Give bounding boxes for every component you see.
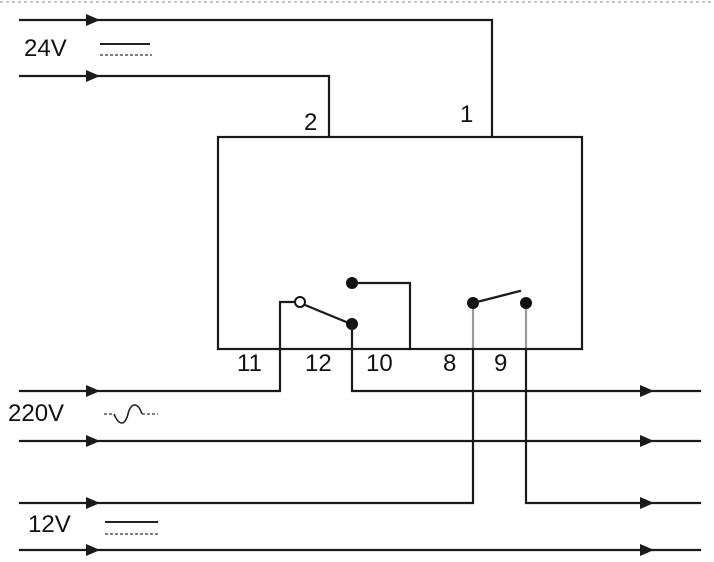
- pin-label-1: 1: [460, 101, 473, 128]
- pin-label-8: 8: [443, 350, 456, 377]
- ac-symbol-icon: [104, 404, 158, 424]
- pin-label-11: 11: [237, 350, 262, 377]
- supply-24v: 24V: [18, 14, 494, 139]
- label-220v: 220V: [8, 400, 64, 427]
- arrow-icon: [86, 497, 100, 509]
- pin-label-2: 2: [304, 109, 317, 136]
- no-contact-8-9: [467, 289, 532, 349]
- wire-12v-in-to-pin8: [18, 347, 475, 505]
- changeover-blade: [303, 303, 353, 326]
- changeover-contact: [278, 277, 412, 351]
- arrow-icon: [86, 385, 100, 397]
- pin-label-12: 12: [305, 350, 332, 377]
- lead-pin11: [278, 300, 302, 351]
- arrow-icon: [86, 435, 100, 447]
- label-24v: 24V: [24, 35, 67, 62]
- supply-12v: 12V: [18, 347, 702, 556]
- wire-24v-to-pin1: [18, 18, 494, 139]
- supply-220v: 220V: [8, 347, 702, 447]
- arrow-icon: [86, 544, 100, 556]
- relay-box: [216, 135, 584, 351]
- arrow-icon: [640, 497, 654, 509]
- dc-symbol-icon: [105, 521, 158, 535]
- arrow-icon: [86, 70, 100, 82]
- dc-symbol-icon: [100, 43, 152, 56]
- wire-24v-to-pin2: [18, 74, 331, 139]
- arrow-icon: [640, 544, 654, 556]
- wire-pin12-to-220v-out: [350, 347, 702, 393]
- wire-pin9-to-12v-out: [524, 347, 702, 505]
- nc-contact-icon: [294, 296, 306, 308]
- arrow-icon: [640, 435, 654, 447]
- contact-blade: [471, 289, 522, 305]
- wire-220v-in-to-pin11: [18, 347, 282, 393]
- contact-9-dot-icon: [520, 297, 532, 309]
- arrow-icon: [86, 14, 100, 26]
- pin-label-10: 10: [366, 350, 393, 377]
- label-12v: 12V: [28, 511, 71, 538]
- pin-label-9: 9: [494, 350, 507, 377]
- arrow-icon: [640, 385, 654, 397]
- lead-pin10: [350, 281, 412, 351]
